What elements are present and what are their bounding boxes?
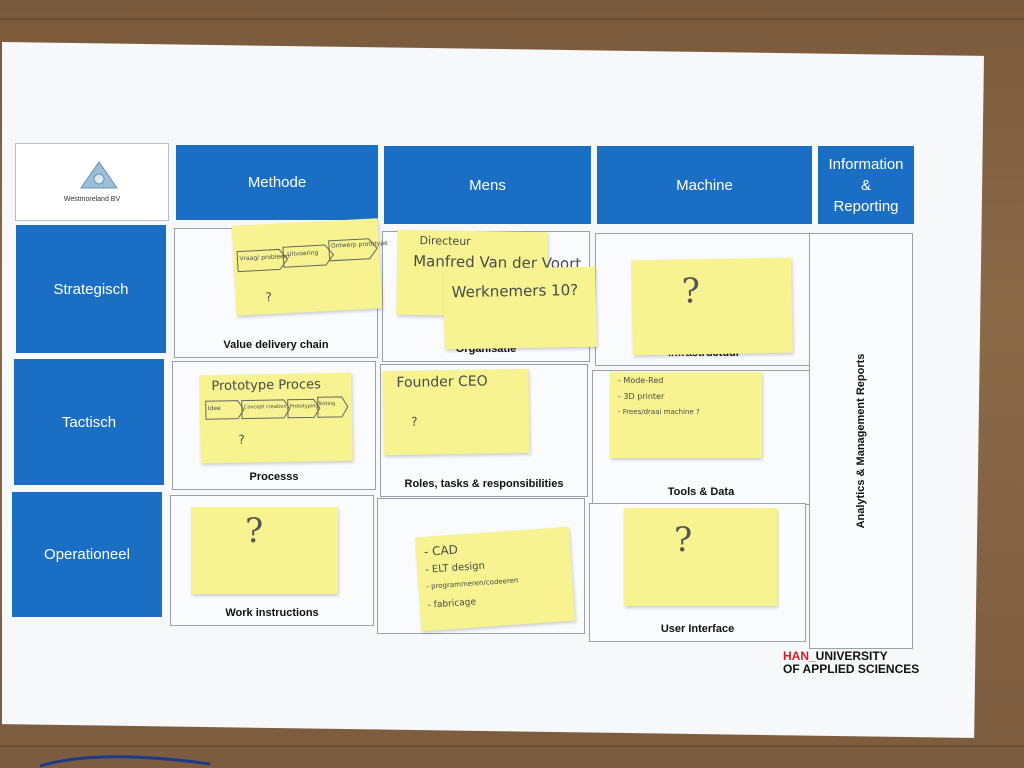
note-item: - 3D printer (618, 392, 665, 401)
sticky-note-prototype-proces: Prototype Proces Idee Concept creation P… (199, 372, 353, 464)
han-brand: HAN_ (783, 649, 816, 663)
row-header-operationeel: Operationeel (12, 492, 162, 617)
cell-label: Tools & Data (667, 486, 735, 498)
han-university-logo: HAN_UNIVERSITY OF APPLIED SCIENCES (783, 650, 919, 676)
analytics-reports-column: Analytics & Management Reports (809, 233, 913, 649)
sticky-note-founder-ceo: Founder CEO ? (382, 368, 530, 456)
process-arrows-icon (236, 238, 378, 273)
sticky-note-infrastructuur: ? (631, 257, 793, 356)
cell-label: Roles, tasks & responsibilities (404, 478, 564, 490)
note-question-mark: ? (265, 289, 273, 305)
cell-label: Value delivery chain (223, 339, 329, 351)
column-header-label: Mens (469, 176, 506, 194)
note-text: Directeur (419, 234, 471, 248)
note-step: Testing (317, 400, 336, 408)
note-question-mark: ? (238, 432, 245, 447)
note-text: Werknemers 10? (451, 280, 579, 302)
note-question-mark: ? (245, 511, 264, 551)
column-header-mens: Mens (384, 146, 591, 224)
note-item: - fabricage (427, 597, 477, 611)
sticky-note-werknemers: Werknemers 10? (443, 266, 597, 350)
logo-triangle-icon (80, 161, 118, 189)
column-header-label: Methode (247, 174, 307, 191)
note-item: - Mode-Red (618, 376, 664, 385)
sticky-note-know-how: - CAD - ELT design - programmeren/codeer… (414, 526, 576, 632)
column-header-information-reporting: Information & Reporting (818, 146, 914, 224)
han-line1: UNIVERSITY (815, 649, 888, 663)
column-header-label: Information & Reporting (828, 155, 904, 215)
note-question-mark: ? (681, 271, 701, 312)
column-header-methode: Methode (176, 145, 378, 220)
note-step: Idee (207, 404, 221, 413)
han-line2: OF APPLIED SCIENCES (783, 662, 920, 676)
cell-label: Work instructions (225, 607, 319, 619)
cell-label: User Interface (660, 623, 735, 635)
column-header-label: Machine (676, 176, 733, 194)
sticky-note-value-chain: Vraag/ probleem Uitvoering Ontwerp proto… (231, 218, 388, 316)
note-question-mark: ? (411, 414, 418, 429)
cable-icon (40, 755, 211, 768)
note-title: Founder CEO (396, 373, 488, 392)
note-step: Prototyping (289, 403, 319, 410)
row-header-label: Operationeel (44, 546, 130, 563)
note-item: - programmeren/codeeren (426, 576, 519, 591)
company-name: Westmoreland BV (63, 196, 121, 203)
row-header-label: Strategisch (53, 280, 129, 298)
sticky-note-tools: - Mode-Red - 3D printer - Frees/draai ma… (610, 372, 762, 458)
sticky-note-work-instructions: ? (191, 507, 338, 594)
note-item: - ELT design (424, 560, 486, 576)
note-title: Prototype Proces (211, 377, 321, 395)
analytics-reports-label: Analytics & Management Reports (855, 353, 867, 529)
company-logo-box: Westmoreland BV (15, 143, 169, 221)
note-question-mark: ? (674, 520, 693, 560)
process-arrows-icon (205, 396, 349, 420)
row-header-tactisch: Tactisch (14, 359, 164, 485)
column-header-machine: Machine (597, 146, 812, 224)
row-header-strategisch: Strategisch (16, 225, 166, 353)
row-header-label: Tactisch (61, 413, 117, 431)
cell-label: Processs (249, 471, 299, 483)
note-item: - Frees/draai machine ? (618, 408, 700, 416)
sticky-note-user-interface: ? (624, 508, 777, 606)
note-item: - CAD (423, 542, 459, 559)
note-step: Concept creation (243, 403, 287, 411)
